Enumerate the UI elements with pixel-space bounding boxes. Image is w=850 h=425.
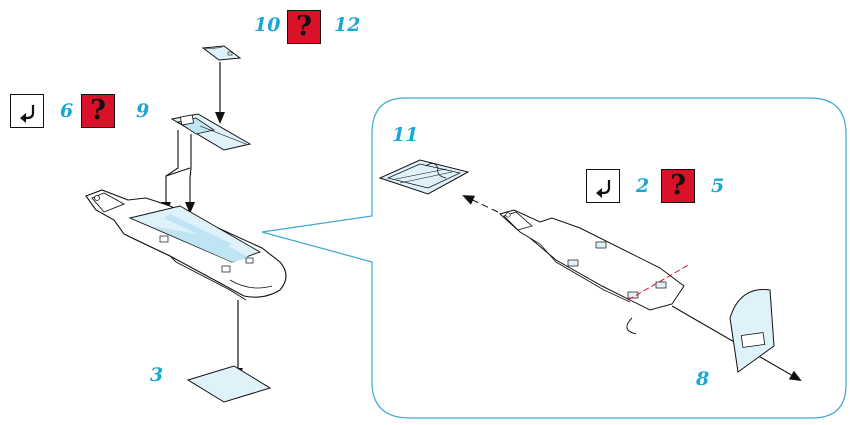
small-plate-part <box>201 45 242 61</box>
step-label-11: 11 <box>392 124 419 146</box>
leader-strip-join <box>165 167 191 177</box>
main-base-part <box>85 189 287 301</box>
leader-strip-right <box>185 134 195 214</box>
step-label-2: 2 <box>636 175 650 197</box>
pad-part <box>186 365 272 403</box>
question-mark-icon: ? <box>287 10 321 44</box>
step-label-8: 8 <box>696 368 710 390</box>
step-label-6: 6 <box>60 100 74 122</box>
dashed-arrow-to-grille <box>462 195 499 213</box>
question-mark-icon: ? <box>81 94 115 128</box>
step-label-12: 12 <box>334 14 361 36</box>
grille-plate-part <box>378 159 470 195</box>
callout-frame <box>261 97 847 419</box>
return-arrow-icon <box>10 94 44 128</box>
callout-base-part <box>498 209 685 335</box>
step-label-5: 5 <box>711 175 725 197</box>
rudder-part <box>729 289 775 373</box>
question-mark-icon: ? <box>661 169 695 203</box>
step-label-10: 10 <box>254 14 281 36</box>
step-label-9: 9 <box>136 100 150 122</box>
step-label-3: 3 <box>150 364 164 386</box>
cut-line <box>627 263 691 301</box>
strip-part <box>170 113 252 151</box>
leader-strip-left <box>161 130 179 214</box>
return-arrow-icon <box>586 169 620 203</box>
